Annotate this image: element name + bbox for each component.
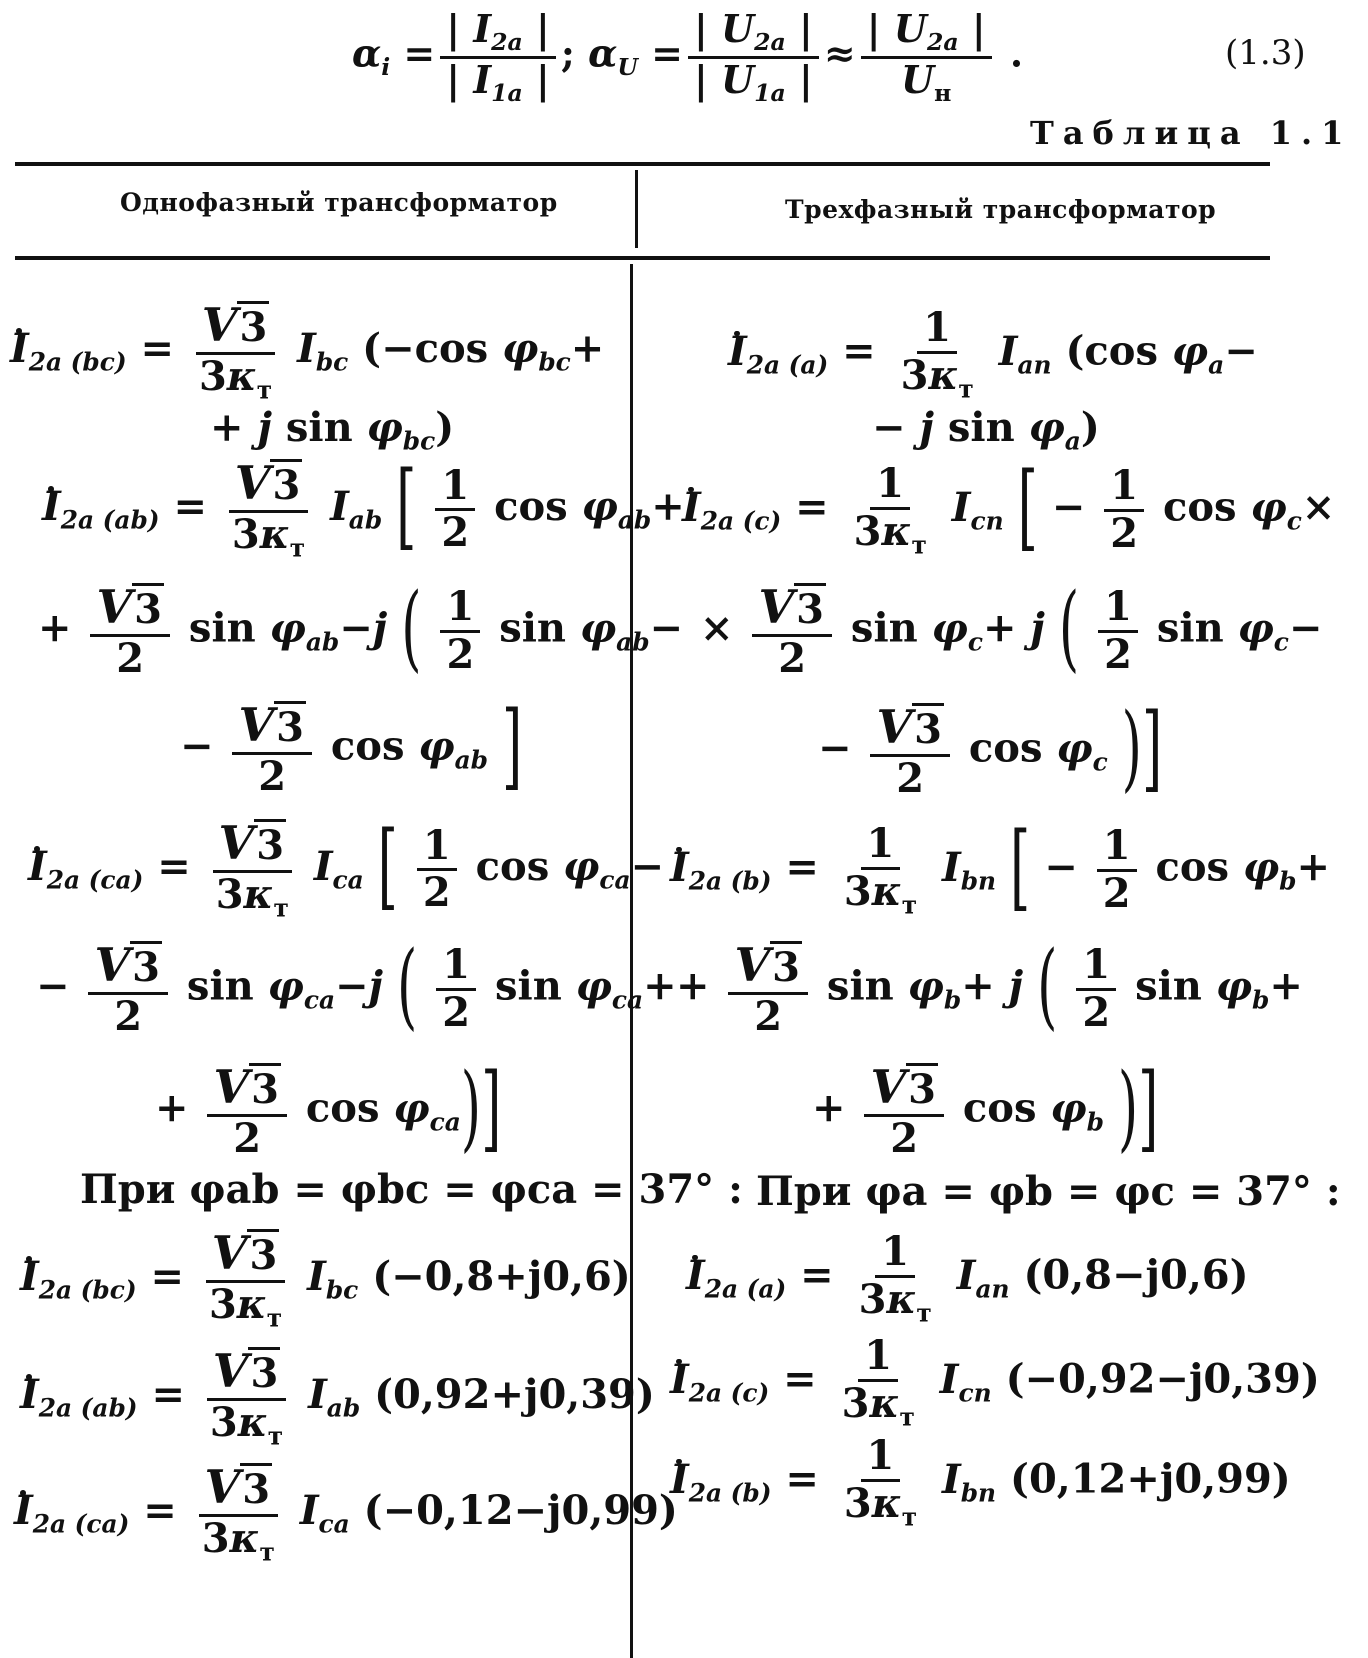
table-caption: Таблица 1.1 (1030, 114, 1353, 152)
column-header-single-phase: Однофазный трансформатор (120, 188, 558, 217)
equation-1-3: αi =| I2a || I1a |; αU =| U2a || U1a |≈|… (352, 6, 1024, 107)
condition-left: При φab = φbc = φca = 37° : (80, 1166, 743, 1213)
formula-i2a-bc-cont: + j sin φbc) (210, 404, 455, 456)
header-divider (635, 170, 638, 248)
column-divider (630, 264, 633, 1658)
condition-right: При φa = φb = φc = 37° : (756, 1168, 1341, 1215)
alpha-i: α (352, 30, 382, 76)
alpha-u: α (588, 30, 618, 76)
header-bottom-rule (15, 256, 1270, 260)
formula-i2a-a-cont: − j sin φa) (872, 404, 1100, 456)
table-top-rule (15, 162, 1270, 166)
equation-number: (1.3) (1225, 33, 1306, 73)
column-header-three-phase: Трехфазный трансформатор (785, 195, 1217, 224)
